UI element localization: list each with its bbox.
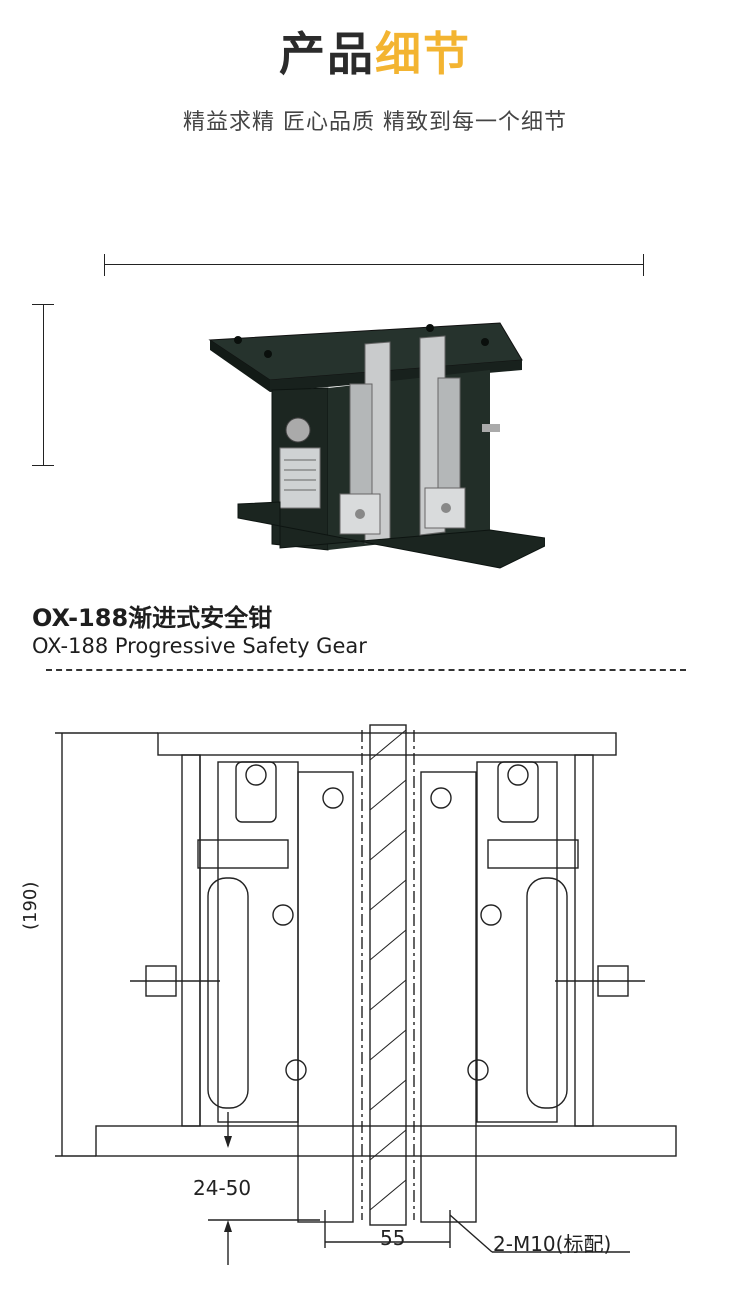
dimension-height-label: (190) — [20, 881, 41, 930]
page-title: 产品细节 — [0, 22, 750, 86]
product-photo — [208, 322, 545, 569]
page-subtitle: 精益求精 匠心品质 精致到每一个细节 — [183, 110, 567, 135]
dimension-gap-label: 24-50 — [193, 1176, 252, 1200]
height-dimension-line — [43, 304, 44, 466]
title-dark: 产品 — [279, 27, 375, 81]
width-dimension-tick-right — [643, 254, 644, 276]
height-dimension-tick-bottom — [32, 465, 54, 466]
dimension-width-label: 55 — [380, 1226, 406, 1250]
model-name-cn: OX-188渐进式安全钳 — [32, 604, 273, 632]
width-dimension-line — [104, 264, 644, 265]
technical-drawing — [55, 724, 677, 1265]
section-divider — [46, 669, 686, 671]
model-name-en: OX-188 Progressive Safety Gear — [32, 634, 367, 658]
width-dimension-tick-left — [104, 254, 105, 276]
height-dimension-tick-top — [32, 304, 54, 305]
dimension-bolt-label: 2-M10(标配) — [493, 1232, 612, 1256]
title-accent: 细节 — [375, 27, 471, 81]
